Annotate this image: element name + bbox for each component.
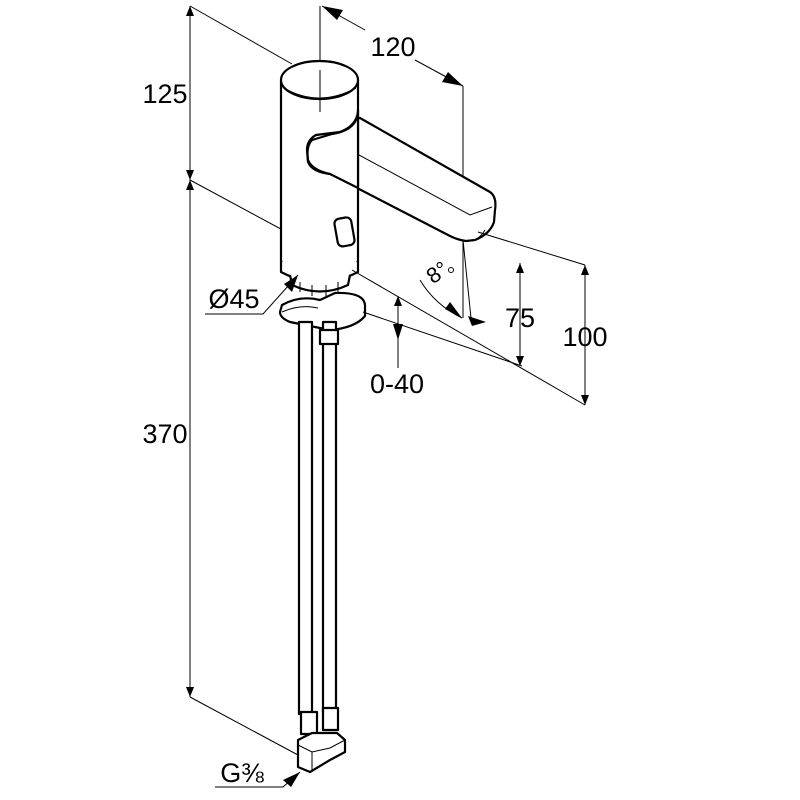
hose-left [297,320,314,716]
label-120: 120 [370,32,415,62]
label-100: 100 [562,322,607,352]
fitting-right [321,706,340,732]
left-dimension-lines [186,5,299,756]
nut [296,731,347,774]
extension-line-body [189,179,293,236]
label-angle-8: 8° [421,256,453,289]
label-370: 370 [142,419,187,449]
label-0-40: 0-40 [370,369,424,399]
fitting-left [299,710,319,736]
faucet [278,59,497,774]
label-75: 75 [505,303,535,333]
height-dimensions [205,231,589,788]
hose-right [321,320,338,714]
extension-line-bottom [189,696,299,756]
extension-line-top [189,5,293,65]
sensor-window [333,216,356,248]
label-g3-8: G⅜ [220,758,264,788]
label-125: 125 [142,79,187,109]
label-diameter-45: Ø45 [208,284,259,314]
mounting-plate [278,291,367,332]
